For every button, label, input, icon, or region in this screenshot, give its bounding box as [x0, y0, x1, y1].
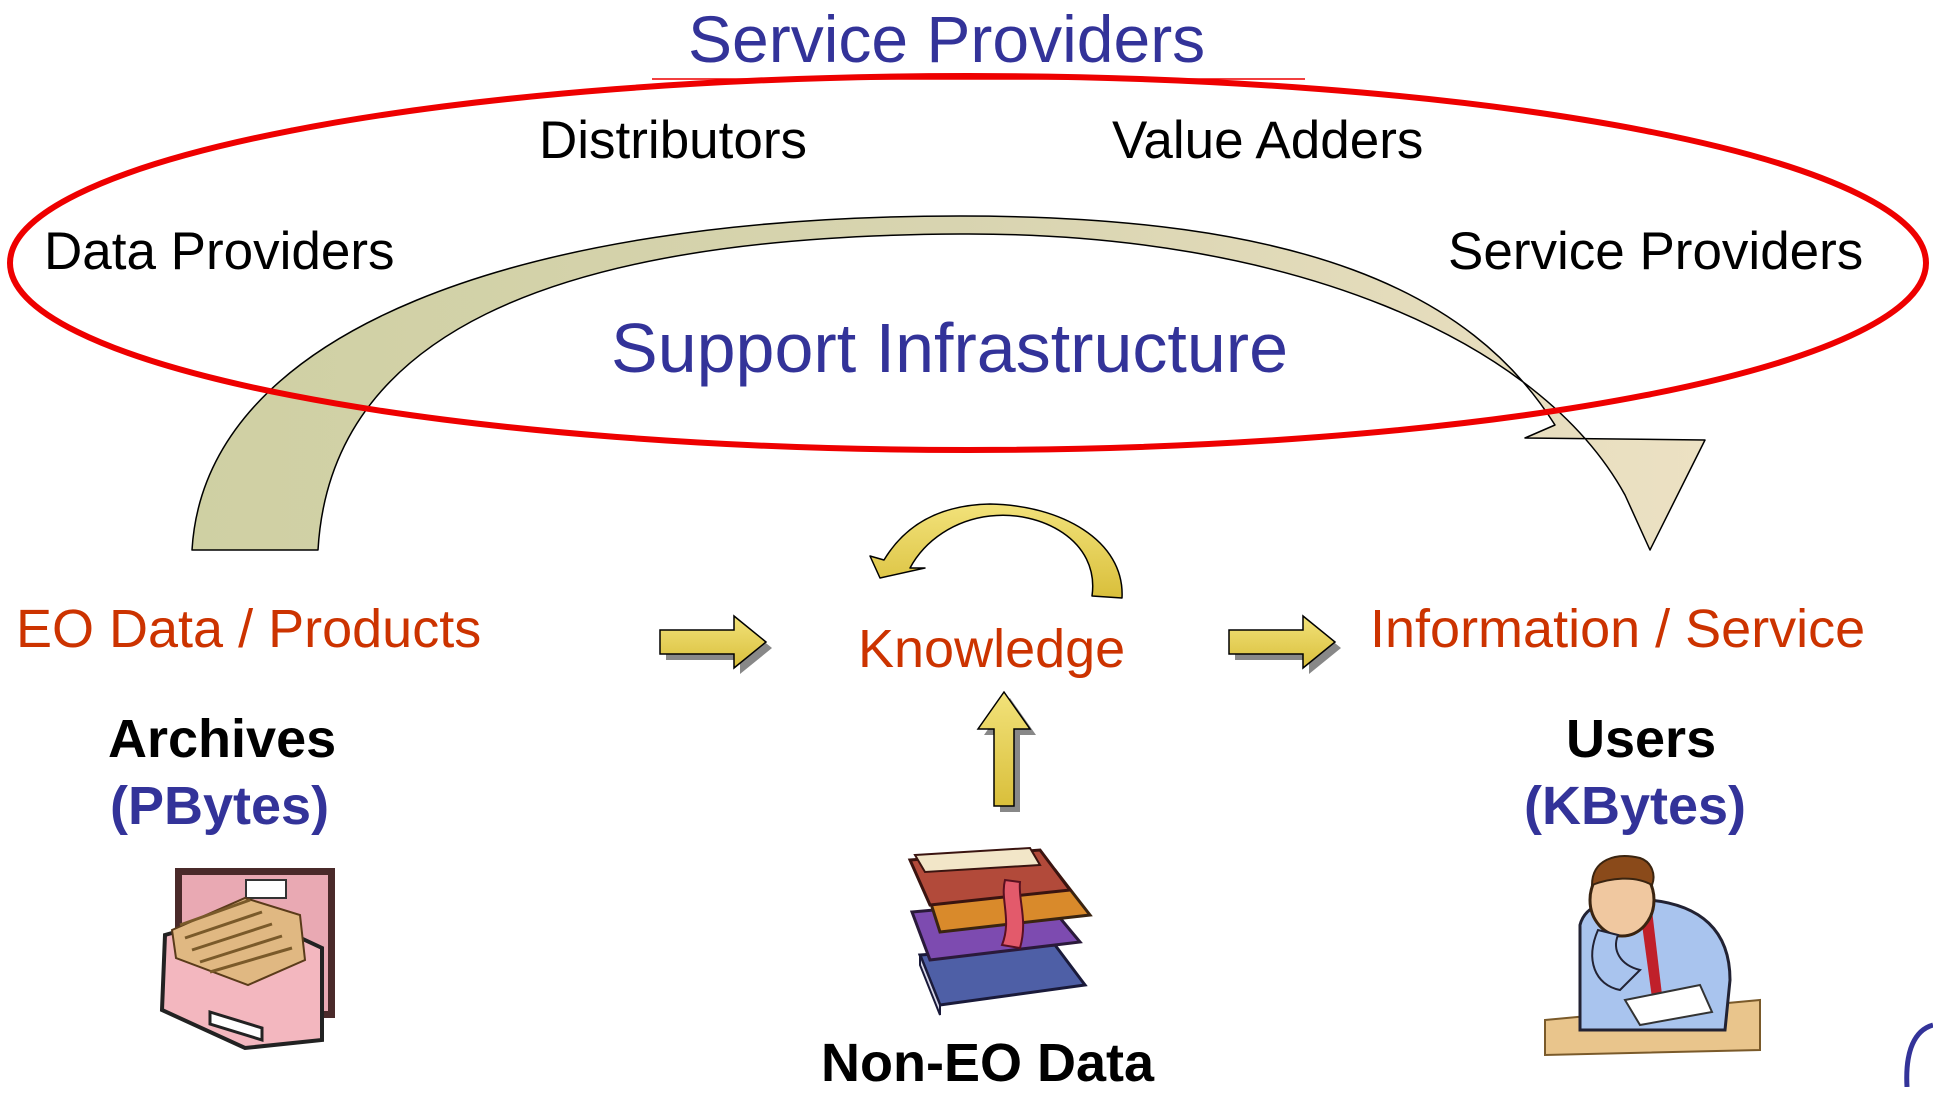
users-label: Users	[1566, 709, 1717, 769]
corner-logo	[1904, 1022, 1933, 1087]
flow-source-label: EO Data / Products	[16, 599, 482, 659]
arrow-to-information	[1228, 614, 1341, 674]
file-cabinet-icon	[159, 868, 335, 1051]
arrow-to-knowledge	[659, 614, 772, 674]
user-at-desk-icon	[1544, 855, 1761, 1057]
archives-volume: (PBytes)	[110, 776, 330, 836]
non-eo-data-label: Non-EO Data	[821, 1033, 1155, 1093]
support-infrastructure-label: Support Infrastructure	[611, 309, 1288, 387]
ring-member-value-adders: Value Adders	[1112, 111, 1424, 170]
flow-target-label: Information / Service	[1370, 599, 1866, 659]
users-volume: (KBytes)	[1524, 776, 1747, 836]
ring-member-data-providers: Data Providers	[44, 222, 395, 281]
knowledge-loop-arrow	[869, 503, 1123, 599]
big-flow-arc-arrow	[191, 215, 1706, 551]
archives-label: Archives	[108, 709, 337, 769]
support-infrastructure-ring	[7, 73, 1929, 453]
books-icon	[907, 846, 1093, 1016]
ring-member-distributors: Distributors	[539, 111, 808, 170]
diagram-title: Service Providers	[688, 2, 1206, 76]
flow-middle-label: Knowledge	[858, 619, 1126, 679]
arrow-up-to-knowledge	[976, 690, 1036, 812]
ring-member-service-providers: Service Providers	[1448, 222, 1864, 281]
